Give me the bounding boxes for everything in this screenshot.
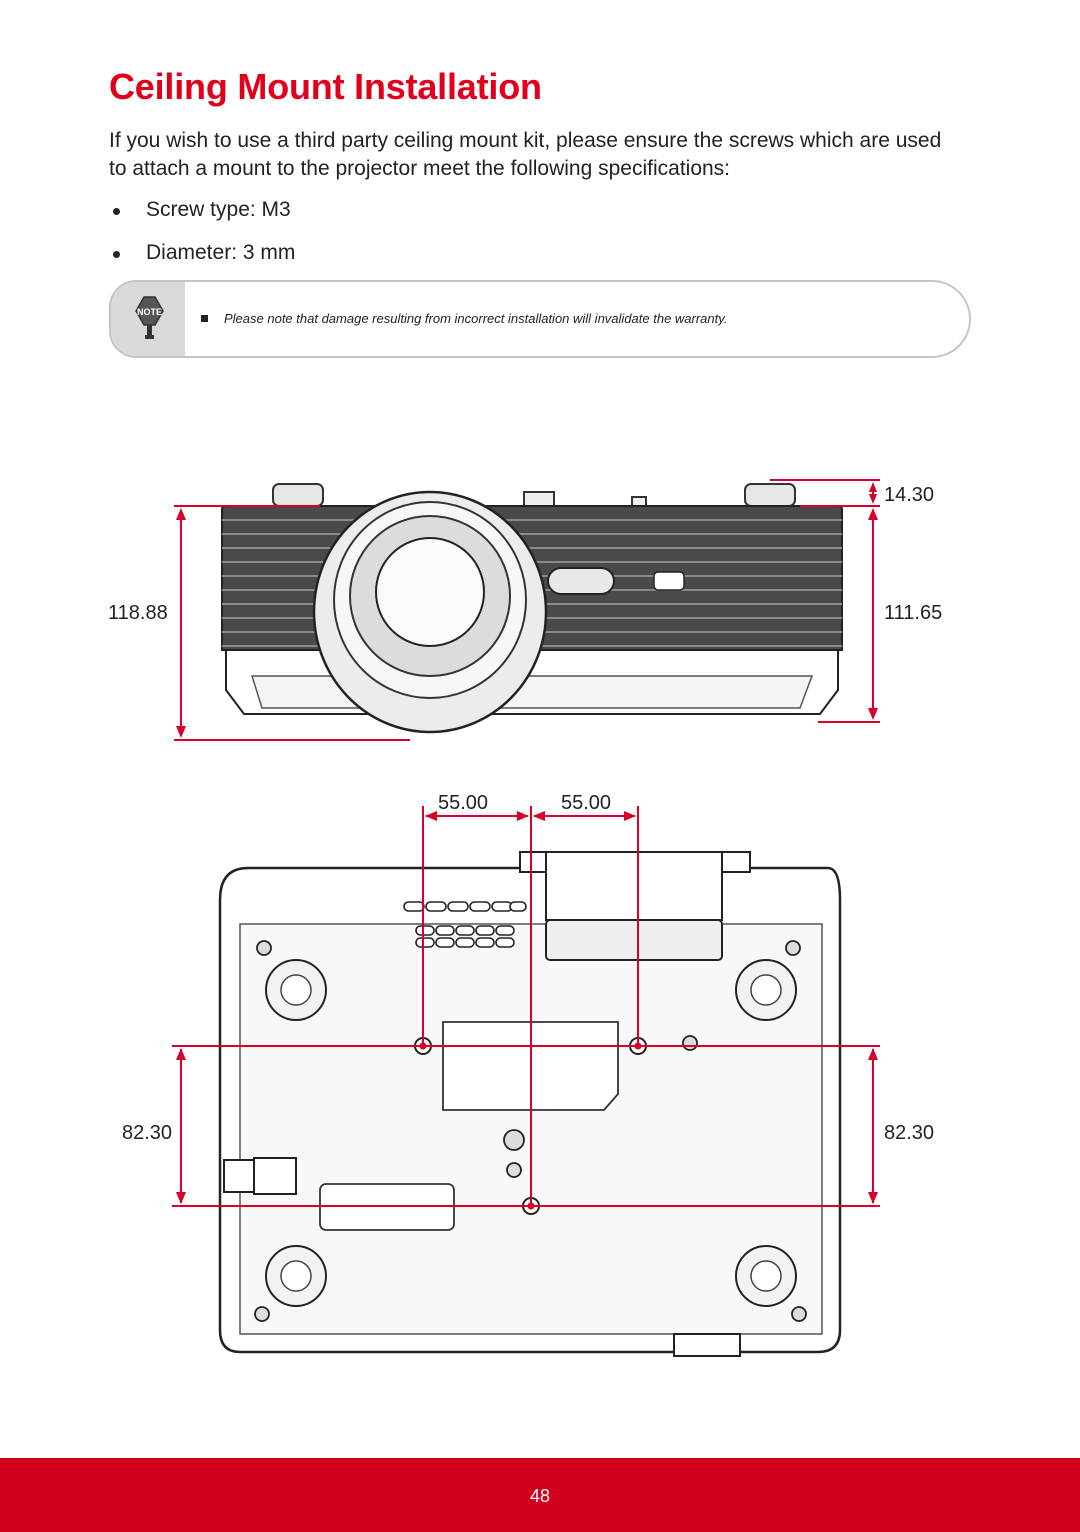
note-callout: NOTE Please note that damage resulting f…: [109, 280, 971, 358]
page-footer: 48: [0, 1458, 1080, 1532]
dim-right-depth: 82.30: [884, 1122, 935, 1144]
spec-item: Diameter: 3 mm: [109, 239, 295, 267]
dim-body-height: 111.65: [884, 602, 943, 624]
bottom-dimension-lines: [172, 806, 880, 1207]
dim-left-depth: 82.30: [122, 1122, 173, 1144]
intro-paragraph: If you wish to use a third party ceiling…: [109, 129, 942, 180]
square-bullet-icon: [201, 315, 208, 322]
dim-right-spacing: 55.00: [561, 792, 612, 814]
page-title: Ceiling Mount Installation: [109, 66, 542, 107]
spec-diameter: Diameter: 3 mm: [146, 241, 296, 264]
dim-left-spacing: 55.00: [438, 792, 489, 814]
dim-total-height: 118.88: [108, 602, 168, 624]
left-foot: [272, 483, 324, 507]
spec-item: Screw type: M3: [109, 196, 295, 224]
note-tab: NOTE: [111, 282, 185, 356]
note-text: Please note that damage resulting from i…: [201, 311, 727, 326]
page-number: 48: [529, 1486, 551, 1506]
spec-screw-type: Screw type: M3: [146, 198, 291, 221]
front-dimension-lines: [174, 479, 880, 741]
bullet-icon: [113, 251, 120, 258]
projector-front-view: [221, 483, 843, 734]
note-icon: NOTE: [135, 296, 164, 339]
lens: [375, 537, 485, 647]
note-icon-label: NOTE: [137, 307, 162, 317]
right-foot: [744, 483, 796, 507]
spec-list: Screw type: M3 Diameter: 3 mm: [109, 196, 295, 282]
bullet-icon: [113, 208, 120, 215]
adjustable-feet: [265, 959, 797, 1307]
vent-slots: [403, 901, 527, 948]
dim-foot-height: 14.30: [884, 484, 935, 506]
